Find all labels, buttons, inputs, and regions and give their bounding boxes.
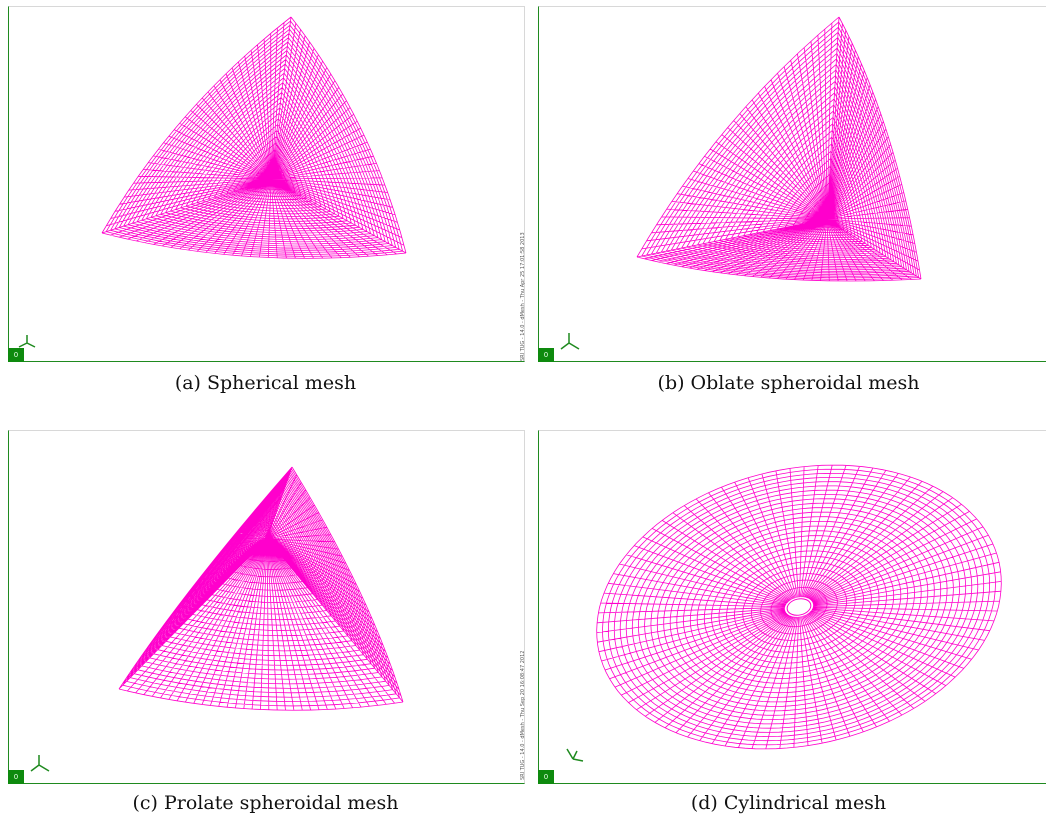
prolate-spheroidal-mesh-plot <box>118 466 404 711</box>
viewer-stamp: 0 <box>8 770 24 784</box>
viewer-side-label: SRI TUG - 14.0 - dMesh - Thu Apr 25 17:0… <box>520 232 526 361</box>
mesh-lines <box>636 16 922 282</box>
mesh-center-hole <box>786 598 812 616</box>
cylindrical-mesh-plot <box>596 464 1002 750</box>
caption-cylindrical: (d) Cylindrical mesh <box>690 792 887 814</box>
mesh-lines <box>101 16 407 259</box>
viewer-stamp: 0 <box>8 348 24 362</box>
axis-triad-icon <box>560 333 580 350</box>
viewer-stamp: 0 <box>538 770 554 784</box>
mesh-lines <box>596 464 1002 750</box>
panel-cylindrical-mesh: 0 <box>538 430 1046 784</box>
viewer-side-label: SRI TUG - 14.0 - dMesh - Thu Sep 20 16:0… <box>520 650 526 780</box>
caption-oblate: (b) Oblate spheroidal mesh <box>657 372 920 394</box>
panel-prolate-spheroidal-mesh: 0 <box>8 430 525 784</box>
axis-triad-icon <box>566 748 584 762</box>
panel-spherical-mesh: 0 <box>8 6 525 362</box>
caption-spherical: (a) Spherical mesh <box>174 372 357 394</box>
spherical-mesh-plot <box>101 16 407 259</box>
panel-oblate-spheroidal-mesh: 0 <box>538 6 1046 362</box>
caption-prolate: (c) Prolate spheroidal mesh <box>132 792 399 814</box>
oblate-spheroidal-mesh-plot <box>636 16 922 282</box>
viewer-stamp: 0 <box>538 348 554 362</box>
axis-triad-icon <box>18 335 36 348</box>
mesh-lines <box>118 466 404 711</box>
axis-triad-icon <box>30 755 50 772</box>
